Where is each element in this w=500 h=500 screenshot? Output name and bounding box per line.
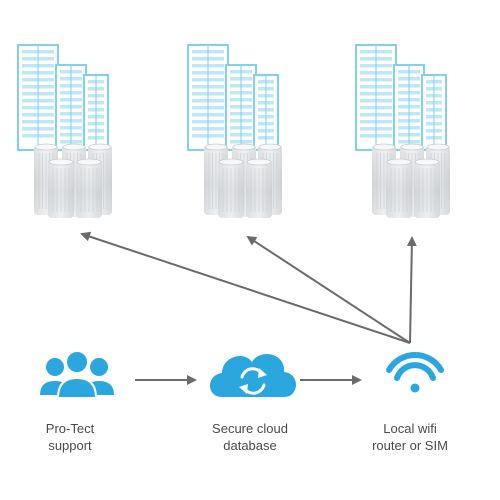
- office-building-icon: [55, 64, 87, 151]
- connection-arrows: [80, 231, 417, 385]
- server-unit-icon: [218, 158, 244, 218]
- server-unit-icon: [386, 158, 412, 218]
- office-building-icon: [83, 74, 109, 151]
- arrow-router-to-site-1: [80, 231, 411, 344]
- server-unit-icon: [76, 158, 102, 218]
- server-unit-icon: [246, 158, 272, 218]
- wifi-icon: [386, 351, 444, 393]
- server-unit-icon: [414, 158, 440, 218]
- office-building-icon: [187, 44, 229, 151]
- office-building-icon: [355, 44, 397, 151]
- cloud-sync-icon: [210, 353, 296, 397]
- office-building-icon: [253, 74, 279, 151]
- arrow-router-to-site-3: [406, 236, 417, 344]
- cloud-label: Secure cloud database: [190, 420, 310, 454]
- arrow-router-to-site-2: [246, 235, 411, 344]
- office-site-3: [355, 44, 450, 218]
- cloud-label-line1: Secure cloud: [212, 421, 288, 436]
- office-building-icon: [393, 64, 425, 151]
- support-label: Pro-Tect support: [20, 420, 120, 454]
- office-site-1: [17, 44, 112, 218]
- support-label-line2: support: [48, 438, 92, 453]
- office-building-icon: [421, 74, 447, 151]
- office-site-2: [187, 44, 282, 218]
- cloud-label-line2: database: [223, 438, 277, 453]
- support-label-line1: Pro-Tect: [45, 421, 95, 436]
- office-building-icon: [17, 44, 59, 151]
- router-label-line1: Local wifi: [383, 421, 437, 436]
- office-building-icon: [225, 64, 257, 151]
- server-unit-icon: [48, 158, 74, 218]
- router-label-line2: router or SIM: [372, 438, 448, 453]
- people-group-icon: [40, 350, 114, 399]
- router-label: Local wifi router or SIM: [355, 420, 465, 454]
